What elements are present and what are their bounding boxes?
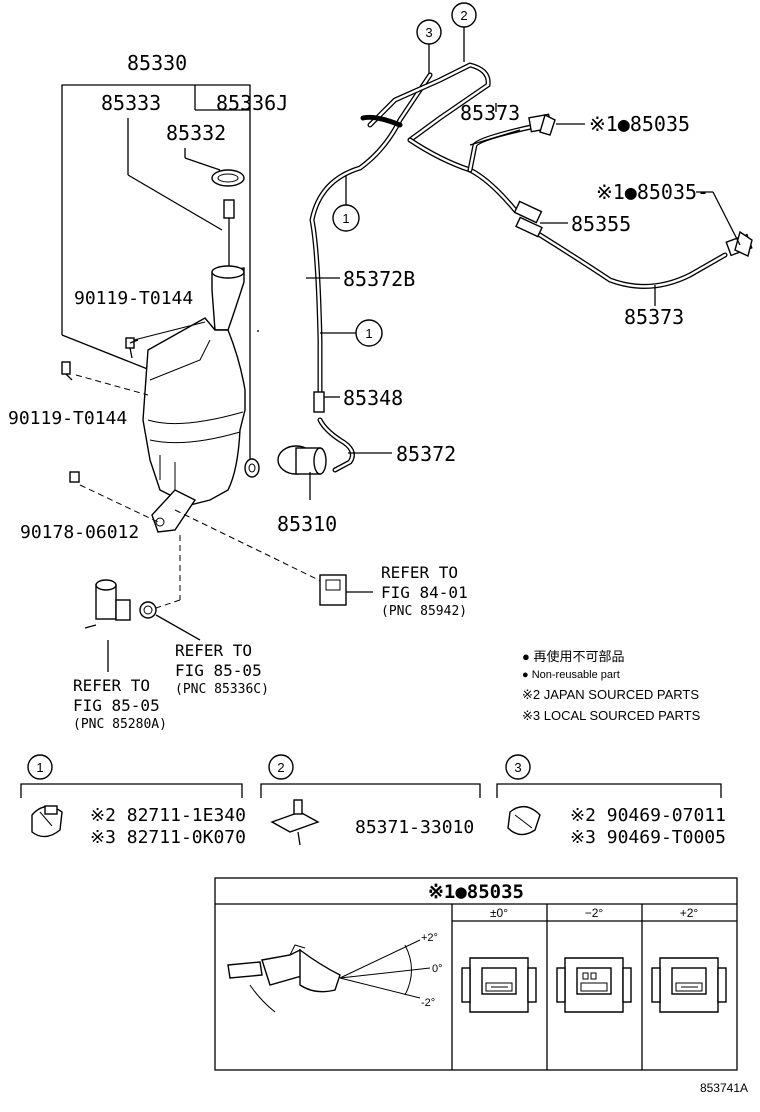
connector-view-minus2 bbox=[556, 957, 632, 1013]
hose-routing bbox=[257, 27, 753, 500]
connector-85348 bbox=[313, 391, 325, 413]
col-minus2deg: −2° bbox=[585, 906, 604, 920]
clamp-85371 bbox=[270, 799, 320, 846]
subpart3-a: ※2 90469-07011 bbox=[570, 805, 726, 826]
angle-top: +2° bbox=[421, 932, 438, 944]
bolt-90119-lower bbox=[61, 361, 73, 381]
ref-parts bbox=[84, 574, 373, 672]
connector-view-plus2 bbox=[651, 957, 727, 1013]
callout-circles: 3 2 1 1 bbox=[332, 2, 477, 347]
legend-line4: ※3 LOCAL SOURCED PARTS bbox=[522, 708, 701, 723]
subpart3-b: ※3 90469-T0005 bbox=[570, 827, 726, 848]
legend-line1: ● 再使用不可部品 bbox=[522, 649, 624, 664]
callout-2: 2 bbox=[460, 8, 467, 23]
angle-mid: 0° bbox=[432, 963, 443, 975]
col-0deg: ±0° bbox=[490, 906, 508, 920]
label-90119-lower: 90119-T0144 bbox=[8, 408, 127, 429]
legend: ● 再使用不可部品 ● Non-reusable part ※2 JAPAN S… bbox=[522, 649, 701, 723]
clip-90469 bbox=[507, 806, 541, 836]
subpart1-b: ※3 82711-0K070 bbox=[90, 827, 246, 848]
ref2-line1: REFER TO bbox=[175, 641, 252, 660]
ref1-line2: FIG 84-01 bbox=[381, 583, 468, 602]
label-90178: 90178-06012 bbox=[20, 522, 139, 543]
dipstick bbox=[223, 199, 235, 219]
label-85372: 85372 bbox=[396, 442, 456, 466]
connector-view-0 bbox=[461, 957, 537, 1013]
legend-line2: ● Non-reusable part bbox=[522, 669, 620, 681]
pump-85310 bbox=[277, 445, 327, 500]
ref3-line2: FIG 85-05 bbox=[73, 696, 160, 715]
label-85310: 85310 bbox=[277, 512, 337, 536]
connector-84-01 bbox=[319, 574, 373, 606]
nozzle-angle-table: ※1●85035 ±0° −2° +2° +2° 0° -2° bbox=[214, 877, 738, 1071]
tank-body bbox=[142, 317, 246, 506]
refer-to-notes: REFER TO FIG 84-01 (PNC 85942) REFER TO … bbox=[73, 563, 468, 732]
label-85035-left: ※1●85035 bbox=[589, 112, 690, 136]
angle-bot: -2° bbox=[421, 997, 435, 1009]
label-85373-lower: 85373 bbox=[624, 305, 684, 329]
label-85333: 85333 bbox=[101, 91, 161, 115]
ref2-line3: (PNC 85336C) bbox=[175, 682, 269, 697]
label-90119-upper: 90119-T0144 bbox=[74, 288, 193, 309]
table-title: ※1●85035 bbox=[428, 881, 524, 903]
label-85373-upper: 85373 bbox=[460, 101, 520, 125]
ref3-line1: REFER TO bbox=[73, 676, 150, 695]
subpart3-num: 3 bbox=[514, 760, 521, 775]
label-85348: 85348 bbox=[343, 386, 403, 410]
label-85330: 85330 bbox=[127, 51, 187, 75]
cap-85332 bbox=[211, 169, 245, 187]
label-85336J: 85336J bbox=[216, 91, 288, 115]
subpart-details: 1 ※2 82711-1E340 ※3 82711-0K070 2 85371-… bbox=[20, 754, 726, 848]
label-85332: 85332 bbox=[166, 121, 226, 145]
callout-1b: 1 bbox=[365, 326, 372, 341]
label-85372B: 85372B bbox=[343, 267, 415, 291]
legend-line3: ※2 JAPAN SOURCED PARTS bbox=[522, 687, 699, 702]
bolt-90119-upper bbox=[125, 337, 139, 359]
callout-1a: 1 bbox=[342, 211, 349, 226]
nozzle-side-view bbox=[227, 939, 431, 1013]
nozzle-85035-left bbox=[528, 113, 556, 136]
part-labels: 85330 85333 85336J 85332 90119-T0144 901… bbox=[8, 51, 709, 543]
subpart2-a: 85371-33010 bbox=[355, 817, 474, 838]
nozzle-85035-right bbox=[725, 230, 753, 257]
col-plus2deg: +2° bbox=[680, 906, 699, 920]
washer-tank-assembly bbox=[61, 84, 326, 611]
label-85355: 85355 bbox=[571, 212, 631, 236]
nut-90178 bbox=[69, 471, 80, 483]
joint-85355 bbox=[513, 200, 543, 224]
grommet-85336C bbox=[139, 601, 201, 641]
pump-85280A bbox=[84, 579, 131, 672]
callout-3: 3 bbox=[425, 25, 432, 40]
subpart2-num: 2 bbox=[277, 760, 284, 775]
ref1-line3: (PNC 85942) bbox=[381, 604, 467, 619]
ref2-line2: FIG 85-05 bbox=[175, 661, 262, 680]
label-85035-right: ※1●85035- bbox=[596, 180, 709, 204]
ref3-line3: (PNC 85280A) bbox=[73, 717, 167, 732]
subpart1-num: 1 bbox=[36, 760, 43, 775]
figure-code: 853741A bbox=[700, 1081, 748, 1095]
ref1-line1: REFER TO bbox=[381, 563, 458, 582]
clip-82711 bbox=[31, 805, 63, 838]
subpart1-a: ※2 82711-1E340 bbox=[90, 805, 246, 826]
